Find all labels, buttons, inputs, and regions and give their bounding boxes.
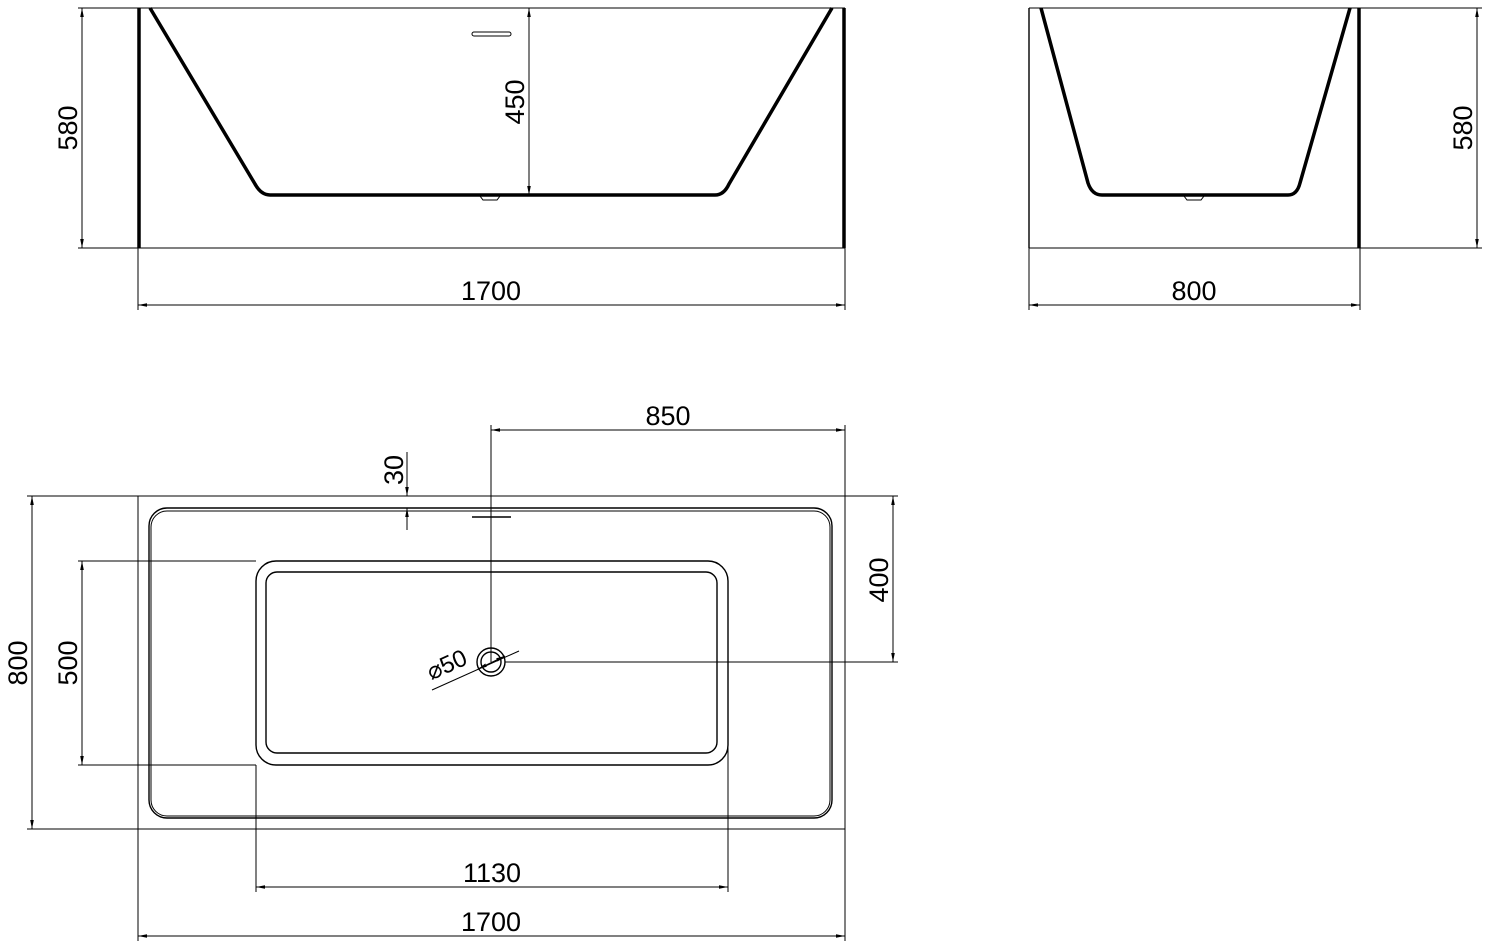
basin-outline <box>255 560 729 766</box>
front-view: 450 580 1700 <box>53 7 846 310</box>
side-profile <box>1039 7 1352 197</box>
dim-side-width: 800 <box>1171 276 1216 306</box>
side-view: 580 800 <box>1028 7 1482 310</box>
dim-front-depth: 450 <box>500 79 530 124</box>
dim-rim-offset: 30 <box>379 455 409 485</box>
dim-basin-length: 1130 <box>463 858 521 888</box>
dim-drain-diameter: ⌀50 <box>423 644 472 685</box>
drain-icon <box>479 195 501 201</box>
dim-top-width: 800 <box>3 640 33 685</box>
dim-drain-offset-x: 850 <box>645 401 690 431</box>
dim-front-height: 580 <box>53 105 83 150</box>
overflow-icon <box>471 31 512 37</box>
dim-basin-width: 500 <box>53 640 83 685</box>
top-view: ⌀50 850 30 400 800 500 1130 1700 <box>3 401 898 941</box>
dim-side-height: 580 <box>1448 105 1478 150</box>
dim-top-length: 1700 <box>461 907 521 937</box>
drain-icon <box>1183 195 1205 201</box>
front-profile <box>148 7 834 197</box>
dim-front-length: 1700 <box>461 276 521 306</box>
dim-drain-offset-y: 400 <box>864 557 894 602</box>
